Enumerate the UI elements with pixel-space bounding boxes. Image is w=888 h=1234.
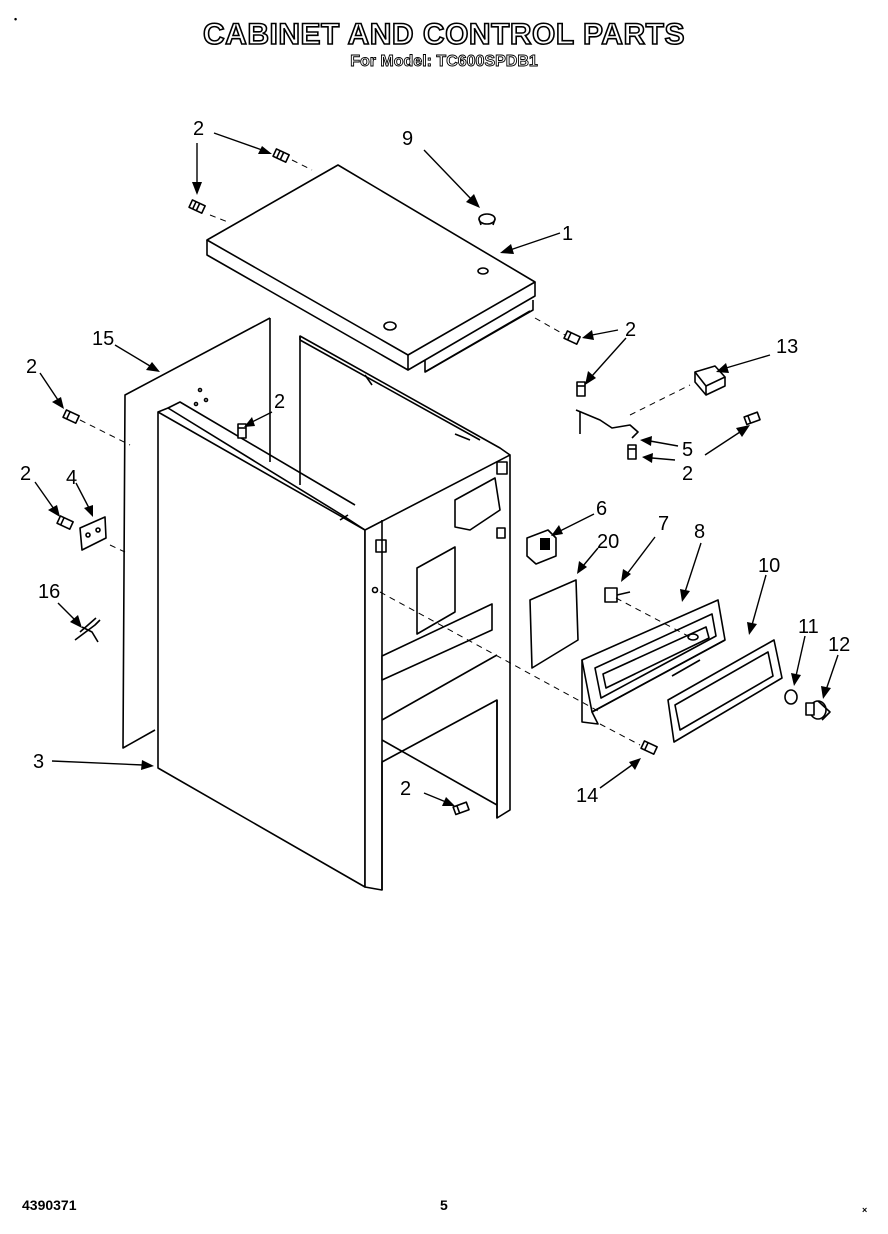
strap-part-5 (575, 409, 639, 439)
model-subtitle: For Model: TC600SPDB1 (350, 53, 538, 71)
callout-6: 6 (596, 498, 607, 520)
clip-part-16 (74, 617, 101, 643)
control-panel-part-8 (581, 599, 726, 725)
callout-20: 20 (597, 531, 619, 553)
registration-mark: • (14, 14, 18, 24)
callout-3: 3 (33, 751, 44, 773)
plug-part-9 (478, 213, 496, 225)
document-part-number: 4390371 (22, 1197, 77, 1213)
callout-2: 2 (625, 319, 636, 341)
callout-2: 2 (400, 778, 411, 800)
knob-part-7 (604, 587, 631, 603)
corner-mark: × (862, 1205, 868, 1215)
callout-1: 1 (562, 223, 573, 245)
callout-5: 5 (682, 439, 693, 461)
callout-2: 2 (682, 463, 693, 485)
callout-13: 13 (776, 336, 798, 358)
cover-plate-part-20 (529, 579, 579, 669)
callout-16: 16 (38, 581, 60, 603)
screws (56, 148, 761, 816)
overlay-part-10 (667, 639, 783, 743)
callout-7: 7 (658, 513, 669, 535)
page-title: CABINET AND CONTROL PARTS (202, 17, 685, 52)
callout-10: 10 (758, 555, 780, 577)
cabinet-shell (157, 335, 511, 891)
callout-4: 4 (66, 467, 77, 489)
callout-12: 12 (828, 634, 850, 656)
knob-part-12 (805, 700, 831, 721)
callout-14: 14 (576, 785, 598, 807)
cabinet-top-panel (206, 164, 536, 373)
callout-11: 11 (798, 616, 819, 638)
page-number: 5 (440, 1197, 448, 1213)
callout-2: 2 (274, 391, 285, 413)
callout-15: 15 (92, 328, 114, 350)
callout-8: 8 (694, 521, 705, 543)
callout-2: 2 (26, 356, 37, 378)
callout-2: 2 (20, 463, 31, 485)
knob-spacer-part-11 (784, 689, 798, 705)
bracket-part-4 (79, 516, 107, 551)
callout-2: 2 (193, 118, 204, 140)
callout-9: 9 (402, 128, 413, 150)
